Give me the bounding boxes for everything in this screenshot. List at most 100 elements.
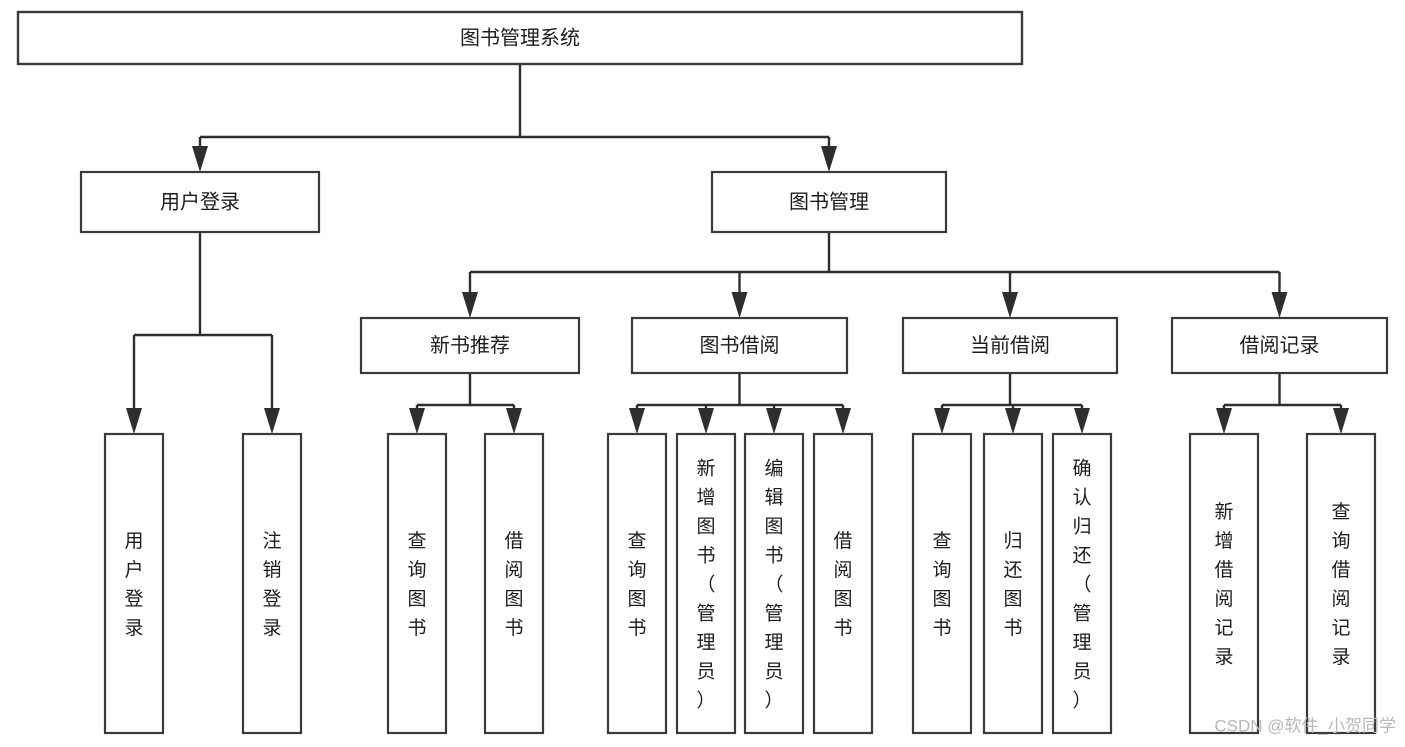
arrowhead-icon	[698, 408, 714, 434]
label-char: 理	[764, 633, 783, 654]
label-char: 借	[1331, 559, 1350, 581]
node-leaf-query-book-1[interactable]: 查询图书	[386, 432, 448, 735]
label-char: 用	[124, 531, 143, 552]
label-char: 阅	[1214, 588, 1233, 610]
node-leaf-edit-book-admin[interactable]: 编辑图书（管理员）	[743, 432, 805, 735]
arrowhead-icon	[1074, 408, 1090, 434]
node-box[interactable]	[241, 432, 303, 735]
label-char: 录	[262, 618, 281, 639]
node-box[interactable]	[483, 432, 545, 735]
node-box[interactable]	[675, 432, 737, 735]
node-box[interactable]	[901, 316, 1119, 375]
node-leaf-query-borrow-record[interactable]: 查询借阅记录	[1305, 432, 1377, 735]
label-char: 询	[1331, 530, 1350, 552]
label-char: 登	[124, 588, 143, 610]
arrowhead-icon	[264, 408, 280, 434]
node-current-borrow[interactable]: 当前借阅	[901, 316, 1119, 375]
node-label: 查询图书	[627, 530, 646, 639]
node-leaf-user-logout[interactable]: 注销登录	[241, 432, 303, 735]
label-char: 辑	[764, 487, 783, 509]
node-book-manage-module[interactable]: 图书管理	[710, 170, 948, 234]
label-char: 询	[627, 559, 646, 581]
node-leaf-query-book-3[interactable]: 查询图书	[911, 432, 973, 735]
node-label: 查询图书	[932, 530, 951, 639]
node-new-book-recommend[interactable]: 新书推荐	[359, 316, 581, 375]
node-label: 当前借阅	[970, 334, 1050, 357]
node-label: 查询图书	[407, 530, 426, 639]
connector-group-current-borrow	[934, 373, 1090, 434]
node-box[interactable]	[16, 10, 1024, 66]
arrowhead-icon	[126, 408, 142, 434]
label-char: 借	[504, 530, 523, 552]
node-leaf-confirm-return-admin[interactable]: 确认归还（管理员）	[1051, 432, 1113, 735]
node-box[interactable]	[1051, 432, 1113, 735]
node-box[interactable]	[606, 432, 668, 735]
node-leaf-borrow-book-1[interactable]: 借阅图书	[483, 432, 545, 735]
node-leaf-query-book-2[interactable]: 查询图书	[606, 432, 668, 735]
label-char: 询	[407, 559, 426, 581]
connector-group-book-borrow	[629, 373, 851, 434]
nodes-layer: 图书管理系统用户登录图书管理新书推荐图书借阅当前借阅借阅记录用户登录注销登录查询…	[16, 10, 1389, 735]
node-label: 借阅图书	[504, 530, 523, 639]
label-char: 图	[833, 589, 852, 610]
node-box[interactable]	[630, 316, 849, 375]
label-char: 书	[407, 617, 426, 639]
label-char: 阅	[504, 559, 523, 581]
node-book-borrow[interactable]: 图书借阅	[630, 316, 849, 375]
label-char: 编	[764, 458, 783, 480]
arrowhead-icon	[629, 408, 645, 434]
arrowhead-icon	[1216, 408, 1232, 434]
node-box[interactable]	[359, 316, 581, 375]
node-box[interactable]	[386, 432, 448, 735]
node-box[interactable]	[982, 432, 1044, 735]
node-box[interactable]	[1170, 316, 1389, 375]
node-box[interactable]	[812, 432, 874, 735]
node-user-login-module[interactable]: 用户登录	[79, 170, 321, 234]
label-char: 查	[932, 530, 951, 552]
label-char: 认	[1072, 487, 1091, 509]
label-char: 记	[1331, 617, 1350, 639]
node-leaf-add-borrow-record[interactable]: 新增借阅记录	[1188, 432, 1260, 735]
label-char: 理	[1072, 633, 1091, 654]
node-leaf-borrow-book-2[interactable]: 借阅图书	[812, 432, 874, 735]
label-char: 查	[627, 530, 646, 552]
arrowhead-icon	[821, 146, 837, 172]
connectors-layer	[126, 64, 1349, 434]
node-box[interactable]	[103, 432, 165, 735]
node-label: 确认归还（管理员）	[1072, 458, 1091, 712]
node-borrow-record[interactable]: 借阅记录	[1170, 316, 1389, 375]
node-box[interactable]	[710, 170, 948, 234]
label-char: 还	[1003, 559, 1022, 581]
node-leaf-add-book-admin[interactable]: 新增图书（管理员）	[675, 432, 737, 735]
node-label: 新书推荐	[430, 334, 510, 357]
node-box[interactable]	[1305, 432, 1377, 735]
arrowhead-icon	[1005, 408, 1021, 434]
label-char: 增	[696, 487, 715, 509]
label-char: 户	[124, 559, 143, 581]
label-char: 书	[764, 545, 783, 567]
label-char: 管	[696, 603, 715, 625]
node-leaf-return-book[interactable]: 归还图书	[982, 432, 1044, 735]
label-char: 确	[1072, 458, 1091, 480]
connector-group-user-login-module	[126, 232, 280, 434]
node-label: 查询借阅记录	[1331, 501, 1350, 668]
node-box[interactable]	[79, 170, 321, 234]
arrowhead-icon	[1002, 292, 1018, 318]
node-box[interactable]	[911, 432, 973, 735]
label-char: 还	[1072, 545, 1091, 567]
label-char: 图	[696, 517, 715, 538]
label-char: 归	[1072, 516, 1091, 538]
label-char: 注	[262, 530, 281, 552]
node-root[interactable]: 图书管理系统	[16, 10, 1024, 66]
label-char: 图	[1003, 589, 1022, 610]
node-box[interactable]	[1188, 432, 1260, 735]
arrowhead-icon	[1271, 292, 1288, 318]
node-leaf-user-login[interactable]: 用户登录	[103, 432, 165, 735]
node-label: 新增借阅记录	[1214, 501, 1233, 668]
connector-group-borrow-record	[1216, 373, 1349, 434]
label-char: 图	[407, 589, 426, 610]
label-char: 员	[696, 662, 715, 683]
node-box[interactable]	[743, 432, 805, 735]
